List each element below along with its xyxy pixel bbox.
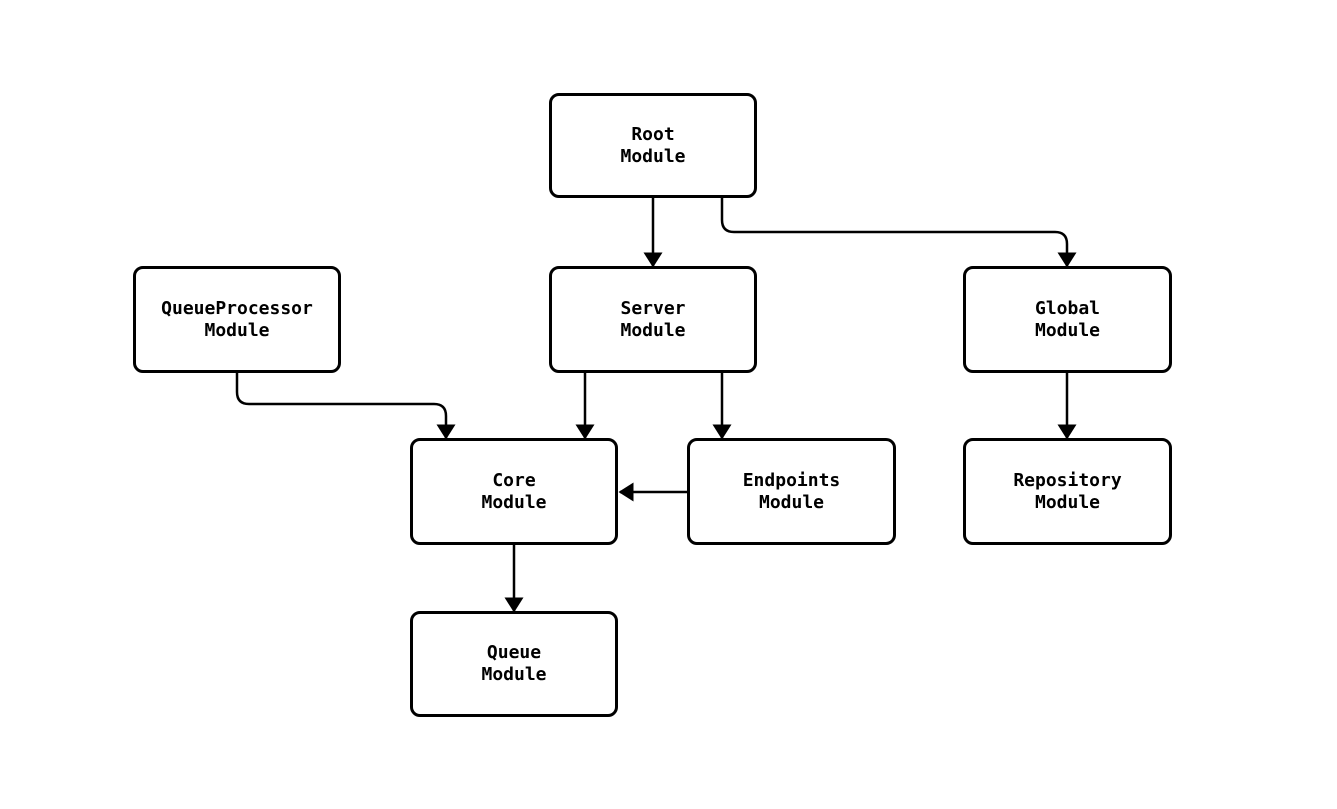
node-endpoints-label-line1: Endpoints <box>742 469 841 491</box>
node-root-label-line2: Module <box>620 145 686 167</box>
node-core-label-line2: Module <box>481 491 547 513</box>
node-endpoints-label-line2: Module <box>758 491 825 513</box>
node-queue-label-line2: Module <box>481 664 547 685</box>
node-queueprocessor-label-line2: Module <box>204 319 270 341</box>
edge-queueprocessor-to-core <box>235 373 456 440</box>
node-core-label-line1: Core <box>492 469 536 491</box>
node-repository-label-line2: Module <box>1034 491 1101 513</box>
node-server-label-line2: Module <box>620 319 686 341</box>
node-server-label-line1: Server <box>620 297 686 319</box>
node-repository-label-line1: Repository <box>1013 469 1122 491</box>
node-global-label-line2: Module <box>1034 319 1101 341</box>
node-global-label-line1: Global <box>1034 297 1101 319</box>
edge-group <box>235 198 1077 613</box>
node-queueprocessor-label-line1: QueueProcessor <box>161 297 313 319</box>
node-root-label-line1: Root <box>631 123 675 145</box>
node-queue-label-line1: Queue <box>486 642 542 663</box>
edge-root-to-global <box>720 198 1077 268</box>
